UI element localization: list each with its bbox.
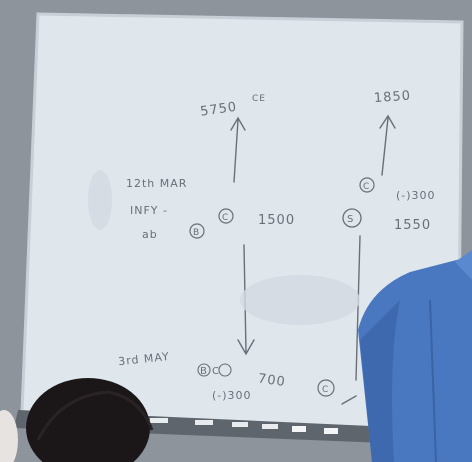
circle-s: S [347,214,354,225]
shirt-fold [429,299,437,462]
arrow-up-left [230,116,246,183]
audience-head-left-edge [0,410,18,462]
audience-heads [0,378,154,462]
handwritten-notes: 5750 CE 1850 12th MAR INFY - ab B C 1500… [118,89,436,402]
circle-c-left-mark [218,208,234,224]
whiteboard-surface [22,14,462,432]
note-12th-mar: 12th MAR [126,177,187,190]
audience-head-dark [26,378,150,462]
bottom-circle-b-mark [197,363,211,377]
note-ab: ab [142,228,158,241]
person-arm [360,300,400,462]
person-collar [455,250,472,280]
note-1550: 1550 [394,218,431,233]
line-right-vertical [355,235,361,381]
note-700: 700 [257,371,287,390]
circle-c-right-mark [359,177,375,193]
circle-c-left: C [222,213,229,223]
note-infy: INFY - [130,204,168,217]
circle-s-mark [342,208,362,228]
note-1850: 1850 [373,89,411,107]
arrows [230,114,396,405]
bottom-right-circle: C [322,385,329,395]
eraser-smudges [88,170,360,325]
note-minus-300-bottom: (-)300 [212,389,252,402]
circle-b-mark [189,223,205,239]
note-3rd-may: 3rd MAY [118,350,171,368]
person-right [358,250,472,462]
bottom-right-stroke [341,395,357,405]
note-1500: 1500 [258,213,295,228]
note-5750: 5750 [199,100,238,120]
circle-c-right: C [363,182,370,192]
tray-markers [150,418,338,434]
bottom-circle-c-mark [218,363,232,377]
note-minus-300-right: (-)300 [396,189,436,202]
audience-hair-strands [36,390,154,441]
bottom-right-circle-mark [317,379,335,397]
circle-b: B [193,228,200,238]
arrow-up-right [379,114,396,176]
note-5750-sup: CE [252,94,266,104]
